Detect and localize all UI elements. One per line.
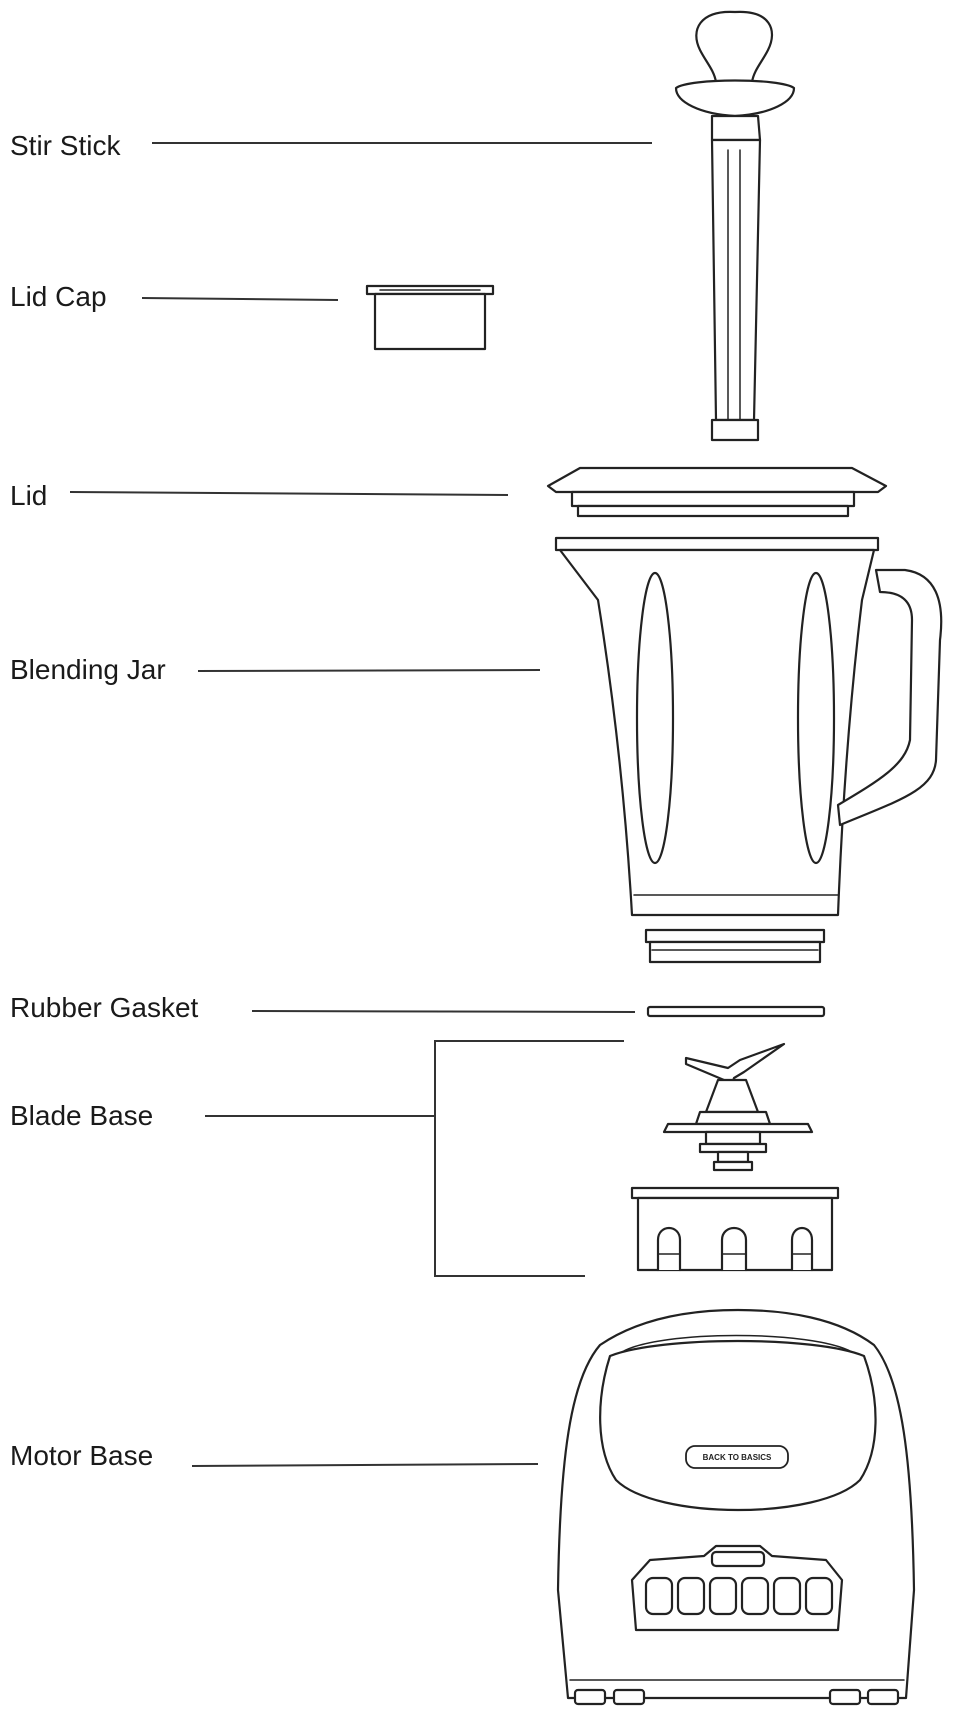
leader-motor-base — [191, 1463, 539, 1467]
brand-logo-text: BACK TO BASICS — [703, 1453, 772, 1462]
label-rubber-gasket: Rubber Gasket — [10, 992, 199, 1023]
label-lid: Lid — [10, 480, 47, 511]
label-blending-jar: Blending Jar — [10, 654, 166, 685]
leader-rubber-gasket — [251, 1010, 636, 1013]
leader-lid — [69, 491, 509, 496]
motor-base-part: BACK TO BASICS — [556, 1308, 916, 1706]
lid-part — [546, 466, 888, 518]
blade-assembly-part — [662, 1042, 814, 1172]
brand-logo-badge — [685, 1445, 789, 1469]
label-motor-base: Motor Base — [10, 1440, 153, 1471]
blade-base-part — [630, 1186, 840, 1272]
leader-blending-jar — [197, 669, 541, 672]
stir-stick-part — [674, 10, 796, 442]
label-lid-cap: Lid Cap — [10, 281, 107, 312]
blending-jar-part — [554, 536, 943, 964]
lid-cap-part — [365, 284, 495, 351]
label-blade-base: Blade Base — [10, 1100, 153, 1131]
leader-lid-cap — [141, 297, 339, 301]
leader-blade-base — [205, 1040, 624, 1277]
label-stir-stick: Stir Stick — [10, 130, 121, 161]
rubber-gasket-part — [646, 1005, 826, 1018]
